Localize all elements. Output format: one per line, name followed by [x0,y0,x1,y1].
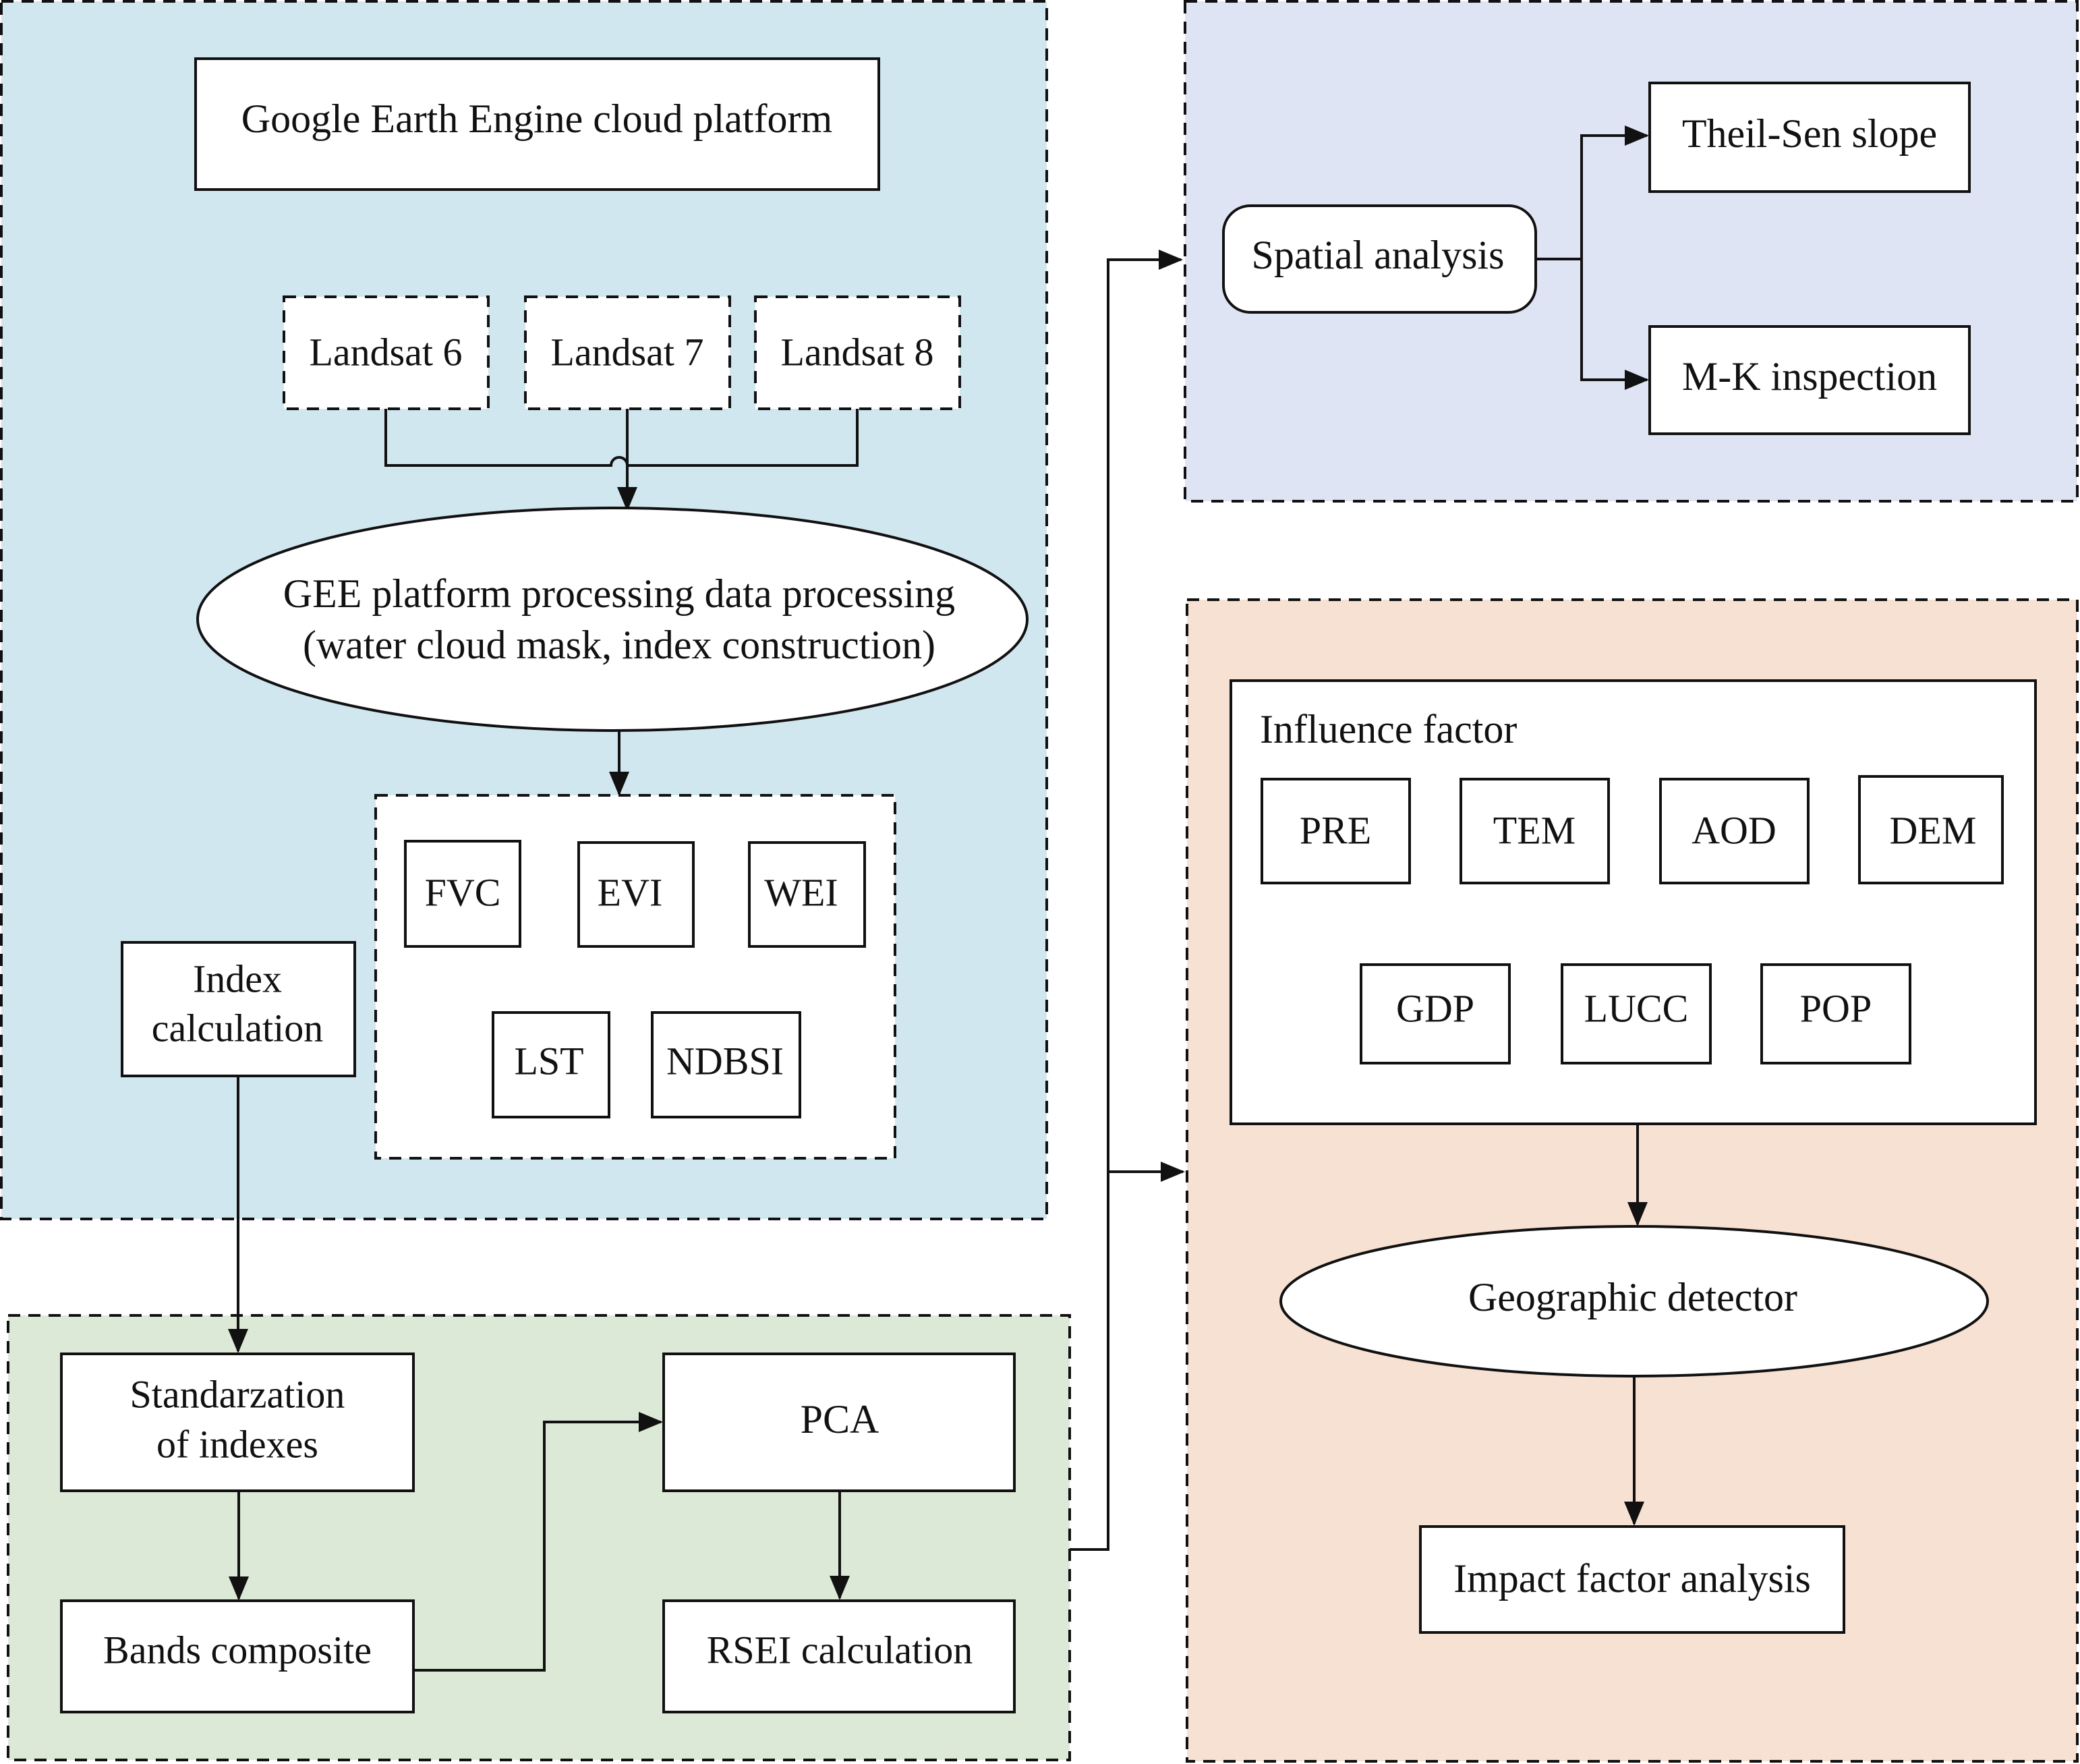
factor-pop-label: POP [1800,986,1872,1030]
landsat-7-label: Landsat 7 [550,330,703,374]
landsat-8-label: Landsat 8 [780,330,933,374]
landsat-6-node: Landsat 6 [283,295,490,410]
index-fvc-node: FVC [404,840,521,948]
influence-factor-title: Influence factor [1260,707,1517,751]
factor-pop-node: POP [1760,963,1911,1064]
landsat-7-node: Landsat 7 [524,295,731,410]
factor-dem-label: DEM [1890,808,1977,852]
factor-gdp-label: GDP [1396,986,1474,1030]
bands-composite-node: Bands composite [60,1599,415,1713]
spatial-analysis-label: Spatial analysis [1252,233,1505,277]
index-lst-label: LST [514,1039,583,1083]
rsei-calculation-node: RSEI calculation [662,1599,1016,1713]
standardization-line2: of indexes [156,1422,318,1466]
gee-platform-label: Google Earth Engine cloud platform [241,96,832,141]
landsat-8-node: Landsat 8 [754,295,961,410]
index-wei-label: WEI [764,870,838,914]
factor-gdp-node: GDP [1360,963,1511,1064]
factor-dem-node: DEM [1858,775,2004,884]
factor-aod-node: AOD [1659,778,1810,884]
impact-factor-label: Impact factor analysis [1453,1556,1811,1601]
gee-processing-line2: (water cloud mask, index construction) [303,623,935,667]
factor-tem-node: TEM [1460,778,1610,884]
pca-node: PCA [662,1353,1016,1492]
gee-platform-node: Google Earth Engine cloud platform [194,57,880,191]
bands-composite-label: Bands composite [103,1628,372,1672]
index-calculation-line2: calculation [152,1006,323,1050]
mk-inspection-node: M-K inspection [1648,325,1971,435]
pca-label: PCA [801,1397,879,1442]
standardization-line1: Standarzation [130,1372,345,1416]
gee-processing-node: GEE platform processing data processing … [196,507,1029,732]
index-calculation-line1: Index [193,957,282,1000]
rsei-to-analysis-connector [1070,250,1185,1551]
factor-pre-node: PRE [1261,778,1411,884]
geographic-detector-node: Geographic detector [1279,1225,1989,1377]
index-ndbsi-node: NDBSI [651,1011,801,1118]
bands-to-pca-arrow [413,1412,663,1672]
index-wei-node: WEI [748,841,866,948]
factor-tem-label: TEM [1493,808,1576,852]
index-evi-label: EVI [598,870,663,914]
standardization-node: Standarzation of indexes [60,1353,415,1492]
gee-processing-line1: GEE platform processing data processing [283,571,955,616]
index-ndbsi-label: NDBSI [666,1039,784,1083]
mk-inspection-label: M-K inspection [1682,354,1937,399]
theil-sen-node: Theil-Sen slope [1648,82,1971,193]
factor-lucc-label: LUCC [1584,986,1689,1030]
landsat-merge-connector [384,409,859,511]
rsei-calculation-label: RSEI calculation [707,1628,973,1672]
index-evi-node: EVI [577,841,695,948]
factor-aod-label: AOD [1692,808,1776,852]
factor-lucc-node: LUCC [1561,963,1712,1064]
index-calculation-node: Index calculation [121,941,356,1077]
theil-sen-label: Theil-Sen slope [1682,111,1937,156]
spatial-branch-connector [1536,125,1649,390]
factor-pre-label: PRE [1300,808,1371,852]
index-lst-node: LST [492,1011,610,1118]
geographic-detector-label: Geographic detector [1468,1275,1797,1319]
impact-factor-node: Impact factor analysis [1419,1525,1845,1634]
index-fvc-label: FVC [425,870,501,914]
landsat-6-label: Landsat 6 [309,330,462,374]
spatial-analysis-node: Spatial analysis [1222,204,1537,314]
